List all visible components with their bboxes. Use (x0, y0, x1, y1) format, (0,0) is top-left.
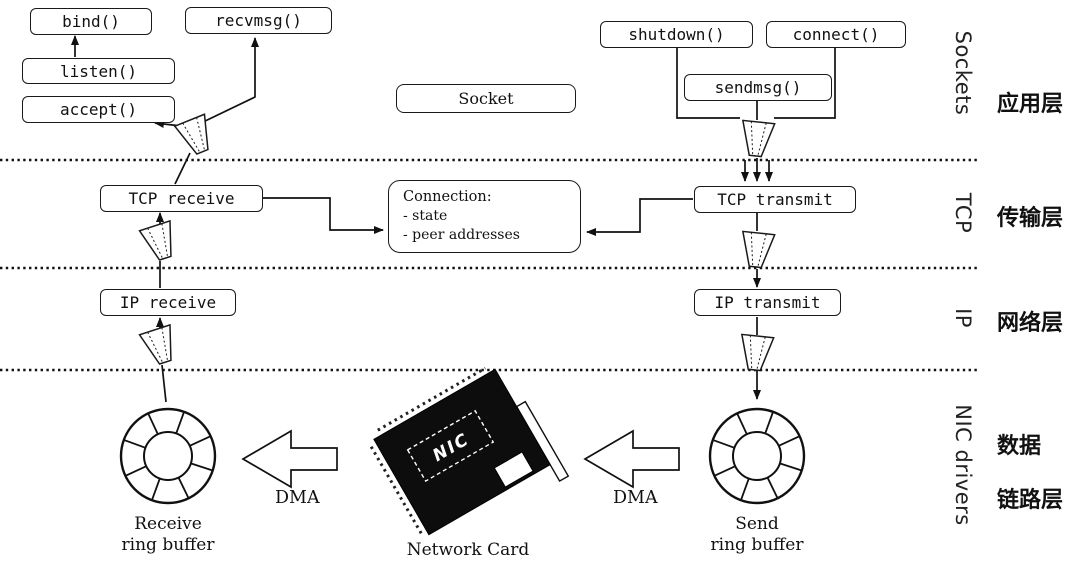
shutdown-box: shutdown() (600, 21, 753, 48)
queue-fan-tcp-right-icon (741, 230, 776, 269)
layer-label-ip: IP (951, 308, 975, 328)
socket-box: Socket (396, 84, 576, 113)
connection-state-line: - state (403, 208, 448, 225)
sendmsg-box: sendmsg() (684, 74, 832, 101)
layer-label-tcp: TCP (951, 192, 975, 234)
send-ring-buffer-label: Send ring buffer (710, 514, 804, 556)
tcp-transmit-box: TCP transmit (694, 186, 856, 213)
ip-transmit-box: IP transmit (694, 289, 841, 316)
connect-box: connect() (766, 21, 906, 48)
layer-label-tcp-zh: 传输层 (997, 206, 1064, 231)
queue-fan-sockets-right-icon (741, 119, 776, 158)
arrow-fan-to-recvmsg (200, 37, 259, 124)
tcp-receive-box: TCP receive (100, 185, 263, 212)
bind-box: bind() (30, 8, 152, 35)
queue-fan-tcp-left-icon (138, 219, 172, 261)
layer-label-nic-zh: 数据 链路层 (997, 434, 1064, 513)
dma-arrow-left-icon (241, 429, 338, 489)
line-tcprecv-to-fan (174, 152, 191, 185)
line-ring-to-fan (161, 364, 167, 403)
recvmsg-box: recvmsg() (185, 7, 332, 34)
connection-title: Connection: (403, 188, 492, 205)
layer-label-sockets-zh: 应用层 (997, 92, 1064, 117)
layer-label-sockets: Sockets (951, 30, 975, 116)
dma-label-right: DMA (613, 488, 658, 508)
arrow-tcptransmit-to-connection (586, 198, 693, 236)
listen-box: listen() (22, 58, 175, 84)
queue-fan-ip-right-icon (740, 333, 775, 372)
layer-label-nic-drivers: NIC drivers (951, 404, 975, 526)
receive-ring-buffer-icon (119, 407, 217, 505)
ip-receive-box: IP receive (100, 289, 236, 316)
queue-fan-ip-left-icon (138, 323, 172, 365)
dma-arrow-right-icon (583, 429, 680, 489)
layer-label-ip-zh: 网络层 (997, 311, 1064, 336)
line-connect-to-fan (774, 46, 836, 119)
flow-arrows (71, 35, 836, 403)
queue-fan-sockets-left-icon (173, 113, 209, 155)
connection-box: Connection: - state - peer addresses (388, 180, 581, 253)
receive-ring-buffer-label: Receive ring buffer (121, 514, 215, 556)
network-card-label: Network Card (406, 540, 530, 560)
line-shutdown-to-fan (676, 46, 740, 119)
accept-box: accept() (22, 96, 175, 123)
connection-peer-line: - peer addresses (403, 227, 520, 244)
network-card-icon: NIC (369, 366, 570, 536)
dma-label-left: DMA (275, 488, 320, 508)
send-ring-buffer-icon (708, 407, 806, 505)
arrow-tcpreceive-to-connection (262, 197, 384, 234)
